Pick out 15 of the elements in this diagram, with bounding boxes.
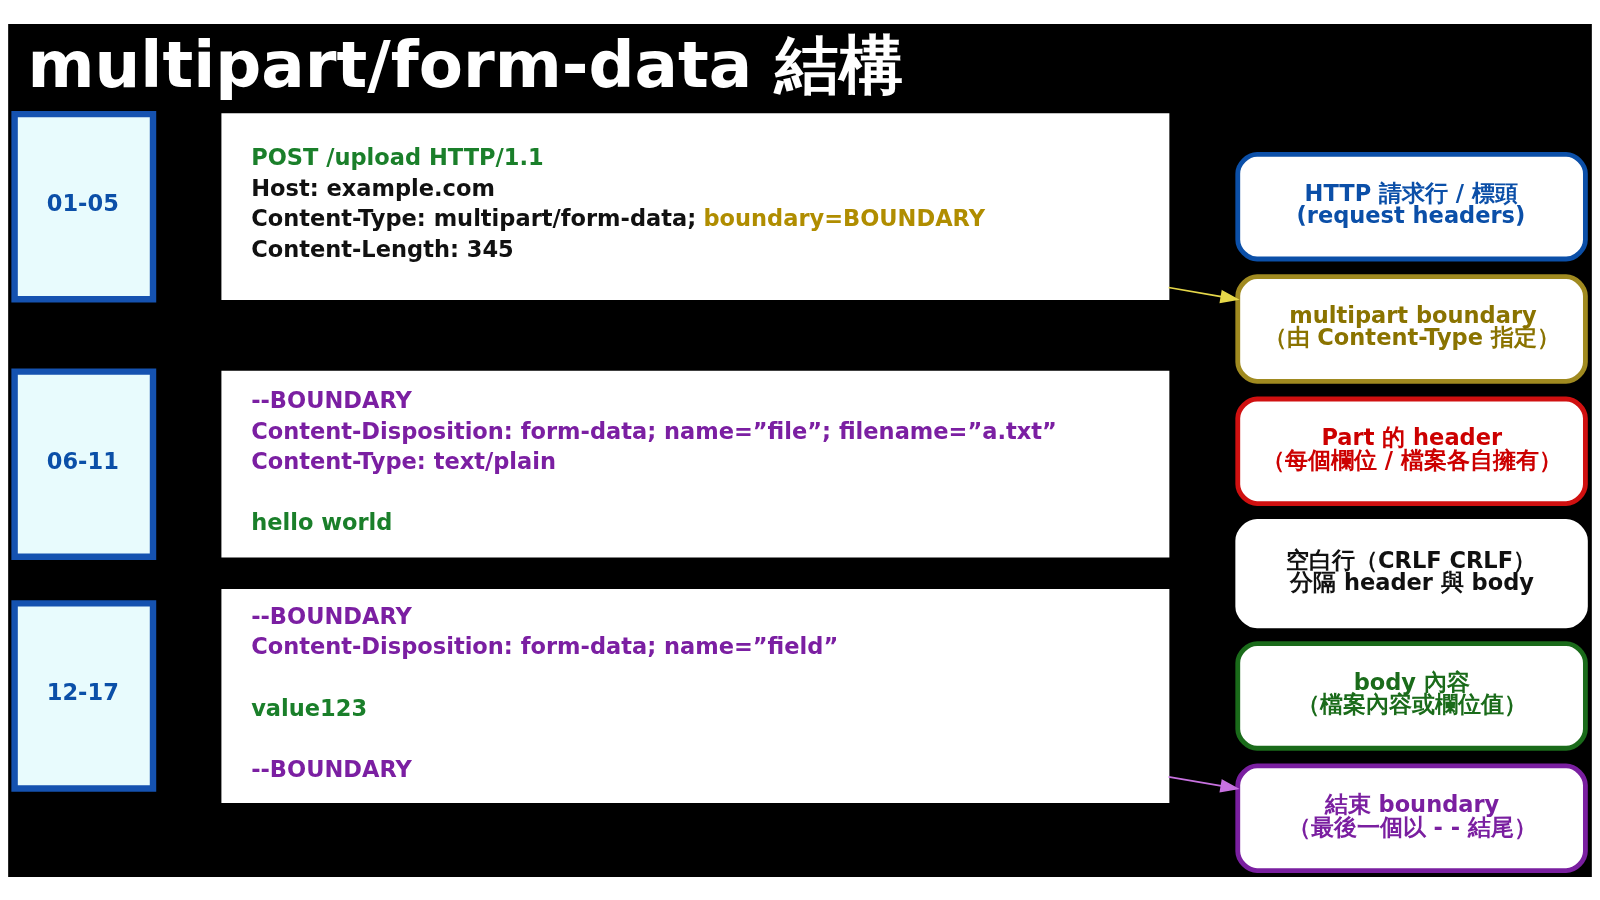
node-box: 01-05 bbox=[11, 110, 157, 302]
node-box: --BOUNDARY Content-Disposition: form-data; name=”file”; filename=”a.txt” Content-Type: text/plain hello world bbox=[221, 370, 1170, 558]
node-box: 12-17 bbox=[11, 599, 157, 792]
arrow bbox=[1167, 286, 1240, 303]
diagram-title: multipart/form-data 結構 bbox=[27, 26, 903, 102]
arrow bbox=[1167, 775, 1240, 792]
node-box: --BOUNDARY Content-Disposition: form-data; name=”field” value123 --BOUNDARY bbox=[221, 588, 1170, 803]
node-box: 空白行（CRLF CRLF） 分隔 header 與 body bbox=[1235, 518, 1588, 628]
node-box: HTTP 請求行 / 標頭 (request headers) bbox=[1235, 151, 1588, 261]
node-box: body 內容 （檔案內容或欄位值） bbox=[1235, 640, 1588, 751]
node-box: POST /upload HTTP/1.1 Host: example.com Content-Type: multipart/form-data; boundary=BOUNDARY Content-Length: 345 bbox=[221, 112, 1170, 300]
node-box: multipart boundary （由 Content-Type 指定） bbox=[1235, 273, 1588, 384]
node-box: 06-11 bbox=[11, 367, 157, 560]
node-box: Part 的 header （每個欄位 / 檔案各自擁有） bbox=[1235, 396, 1588, 506]
node-box: 結束 boundary （最後一個以 - - 結尾） bbox=[1235, 763, 1588, 873]
